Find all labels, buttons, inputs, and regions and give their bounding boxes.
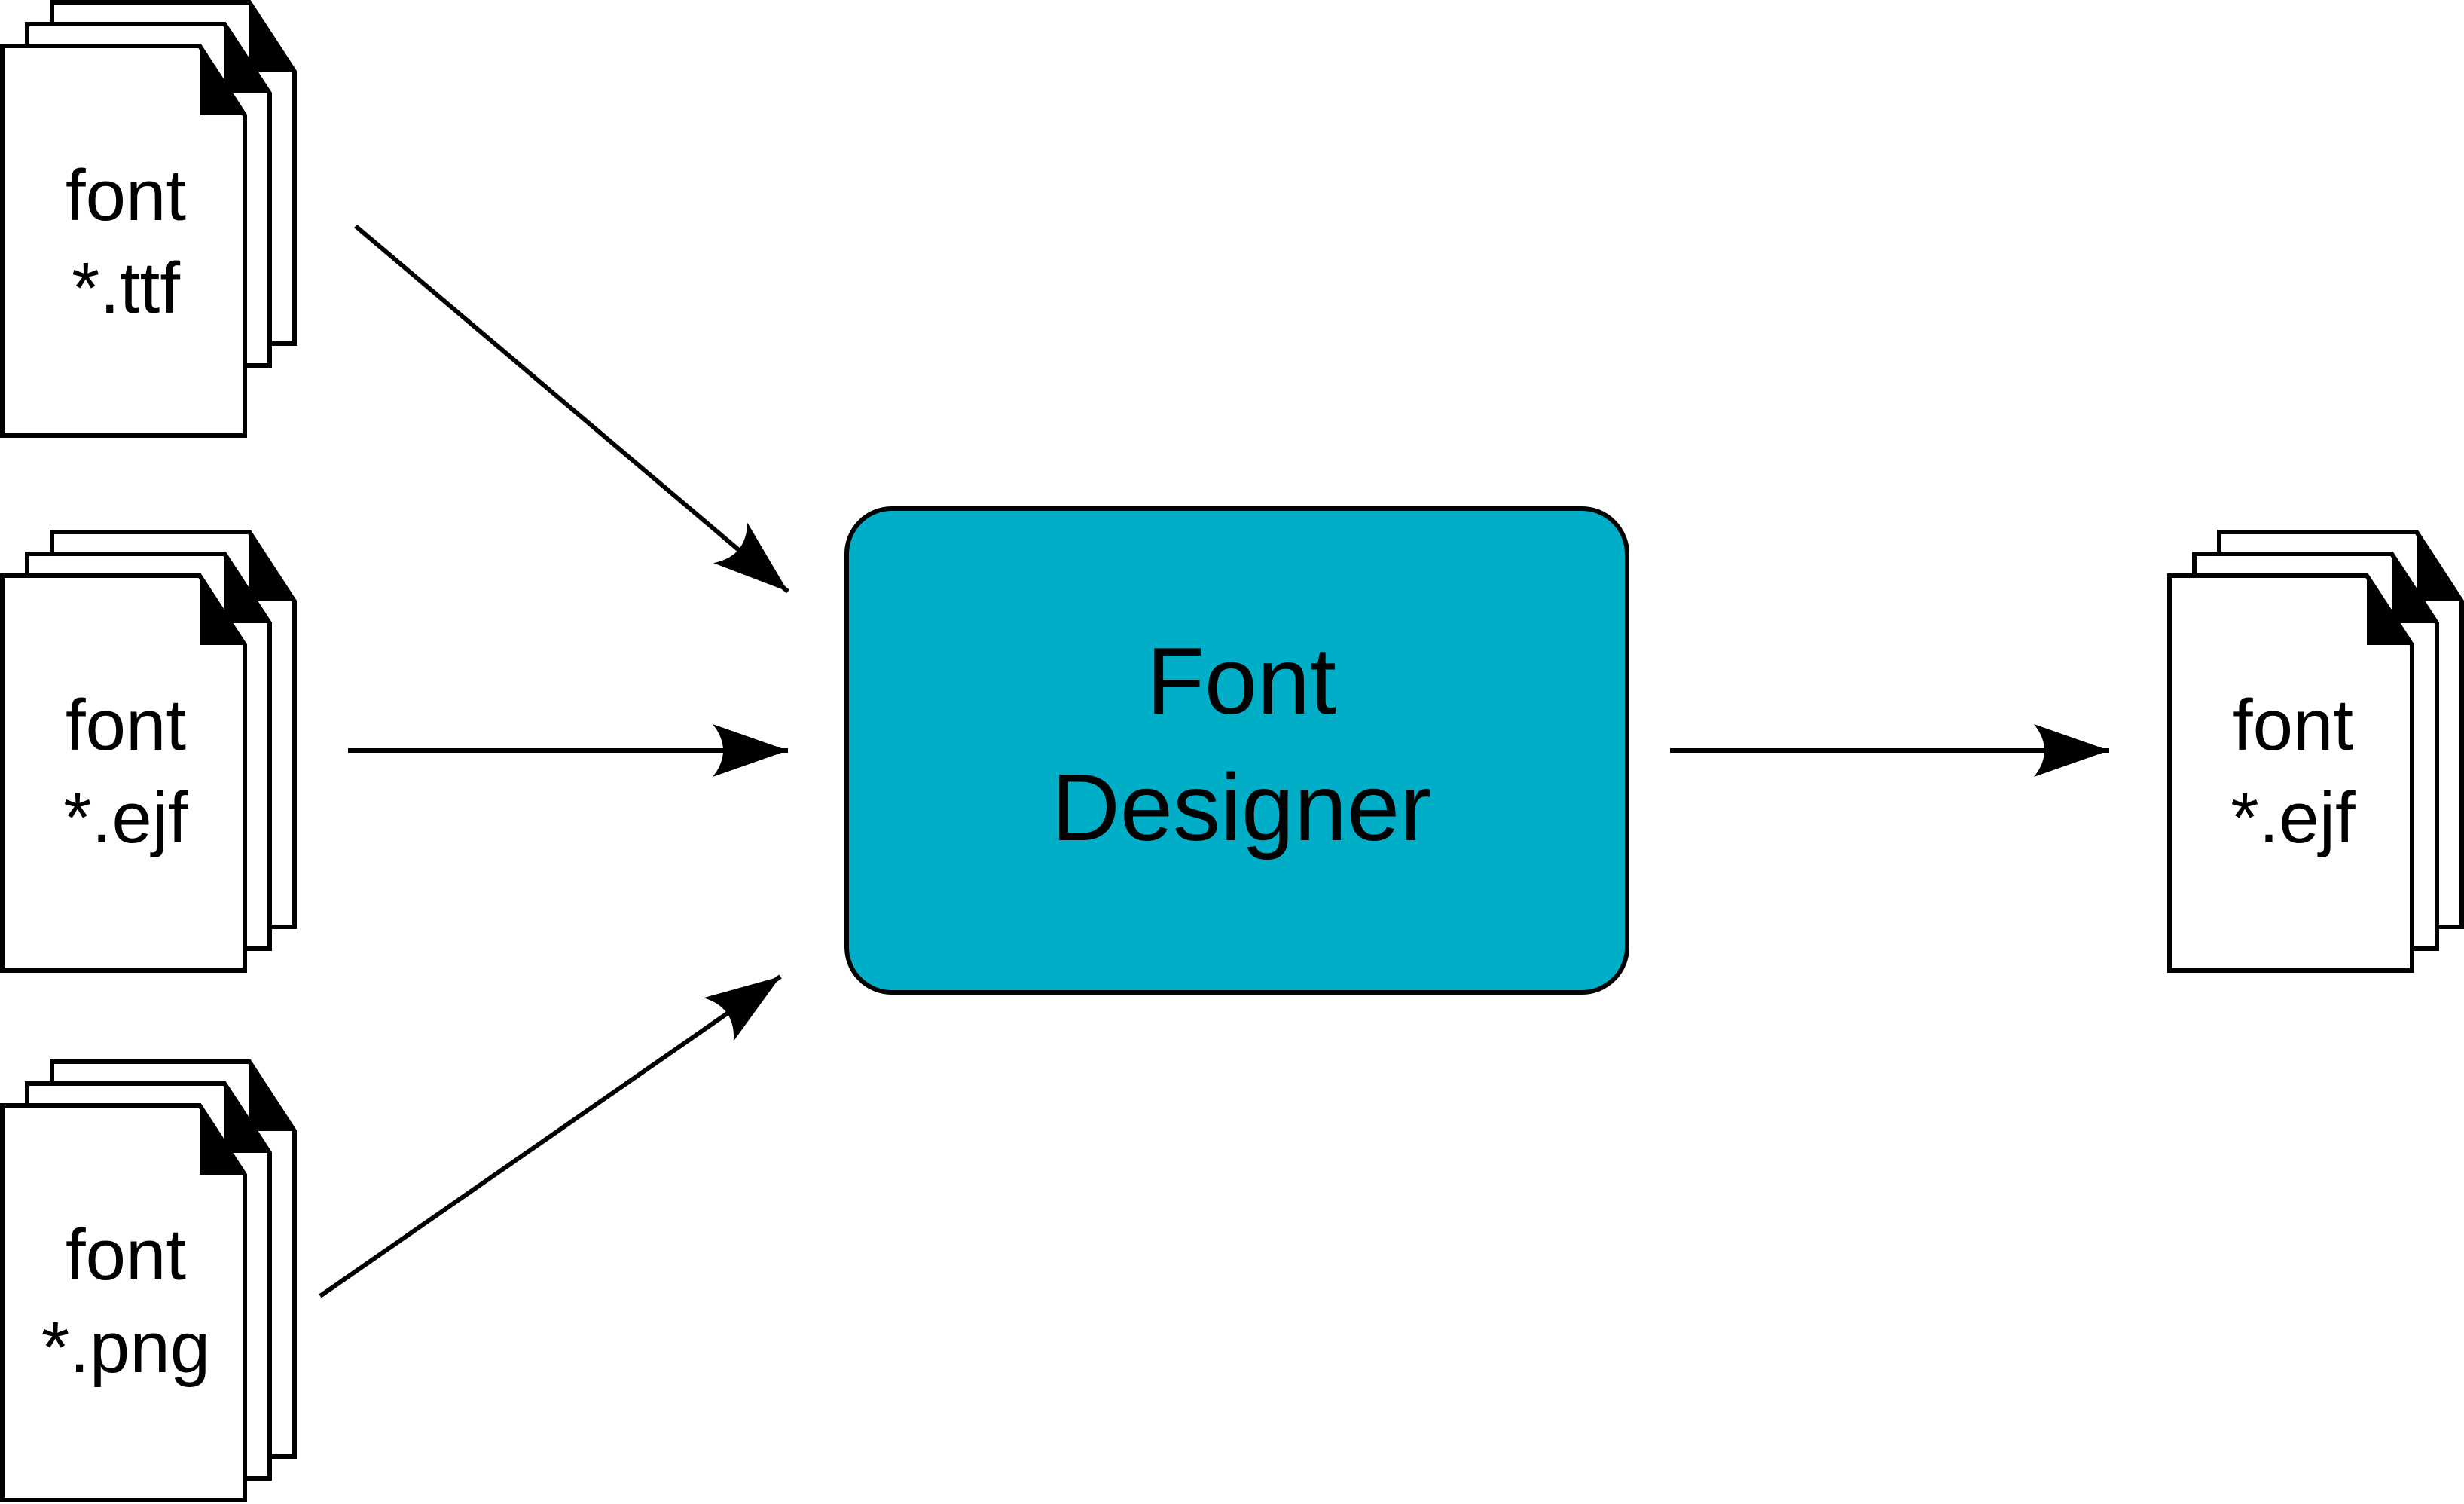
input-file-stack-png: font *.png: [0, 1059, 297, 1502]
process-box: [844, 506, 1629, 995]
input-label-name: font: [66, 1215, 186, 1295]
process-label-line1: Font: [1147, 628, 1336, 734]
input-file-stack-ejf: font *.ejf: [0, 530, 297, 973]
input-label-name: font: [66, 685, 186, 766]
file-page-front: [2167, 573, 2414, 973]
output-file-stack-ejf: font *.ejf: [2167, 530, 2464, 973]
input-file-stack-ttf: font *.ttf: [0, 0, 297, 438]
output-label-extension: *.ejf: [2230, 778, 2356, 858]
input-label-extension: *.ttf: [72, 248, 180, 329]
file-page-front: [0, 44, 247, 438]
input-label-extension: *.png: [41, 1307, 210, 1388]
input-label-extension: *.ejf: [63, 778, 188, 858]
output-label-name: font: [2233, 685, 2353, 766]
arrow-png-to-designer: [319, 974, 782, 1298]
file-page-front: [0, 1103, 247, 1502]
font-designer-process: Font Designer: [844, 506, 1629, 995]
file-page-front: [0, 573, 247, 973]
input-label-name: font: [66, 155, 186, 236]
process-label-line2: Designer: [1052, 754, 1431, 861]
arrow-ttf-to-designer: [354, 224, 789, 594]
